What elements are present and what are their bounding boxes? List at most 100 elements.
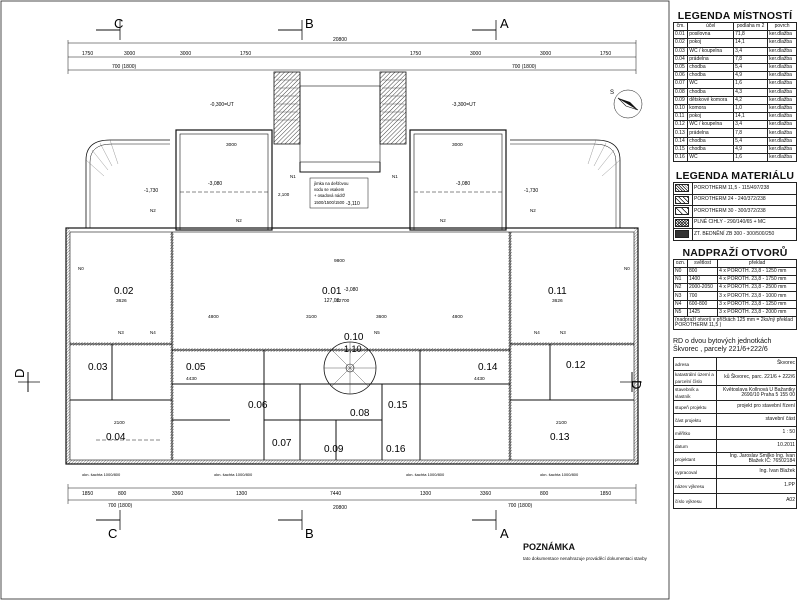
window-well-3: okn. šachta 1000/800 — [406, 472, 445, 477]
rooms-legend-cell: 7,8 — [733, 128, 769, 138]
axis-markers-bottom: C B A — [96, 510, 509, 541]
title-block-label: vypracoval — [673, 465, 717, 479]
lintels-legend-cell: N5 — [673, 307, 688, 318]
material-swatch-icon — [675, 218, 689, 227]
title-block-value: Škvorec — [716, 357, 797, 371]
lintels-legend-cell: 2000-2050 — [686, 283, 719, 293]
rooms-legend-cell: 5,4 — [733, 62, 769, 73]
rooms-legend-cell: 0.06 — [672, 71, 689, 81]
rooms-legend-cell: chodba — [687, 136, 735, 146]
dim-top-2: 3000 — [124, 51, 135, 57]
cistern-note: jímka na dešťovou vodu se vsakem + osado… — [313, 181, 349, 205]
dim-inner-4: 3100 — [306, 314, 317, 320]
title-block-value: 1.PP — [716, 478, 797, 494]
rooms-legend-cell: ker.dlažba — [767, 152, 797, 163]
rooms-legend-cell: 1,6 — [733, 152, 769, 163]
dim-inner-8: 3626 — [552, 298, 563, 304]
rooms-legend-cell: posilovna — [687, 30, 735, 40]
room-0-07: 0.07 — [272, 438, 292, 449]
dim-top-total: 20800 — [333, 37, 347, 43]
rooms-legend-cell: ker.dlažba — [767, 71, 797, 81]
cistern-line-4: 1500/1500/1500 — [314, 200, 345, 205]
room-0-02: 0.02 — [114, 286, 134, 297]
lintels-legend-cell: 4 x POROTH. 23,8 - 2500 mm — [717, 283, 797, 293]
room-labels: 0.01 127,08 0.02 0.03 0.04 0.05 0.06 0.0… — [88, 286, 586, 455]
material-label: PLNÉ CIHLY - 290/140/65 + MC — [692, 216, 797, 230]
rooms-legend-cell: 0.10 — [672, 103, 689, 114]
rooms-legend-cell: 1,0 — [733, 103, 769, 114]
lintels-legend-cell: N0 — [673, 266, 688, 277]
materials-legend-row: PLNÉ CIHLY - 290/140/65 + MC — [673, 216, 797, 230]
dim-inner-5: 3600 — [376, 314, 387, 320]
material-swatch-cell — [673, 216, 693, 230]
rooms-legend-cell: ker.dlažba — [767, 62, 797, 73]
dim-bottom-3: 3360 — [172, 491, 183, 497]
lintel-tag-7: N5 — [374, 330, 380, 335]
lintel-tag-12: N2 — [440, 218, 446, 223]
cistern-note-box — [309, 177, 369, 209]
title-block-label: projektant — [673, 452, 717, 466]
level-labels: -0,300=UT -3,300=UT -1,730 -3,080 -3,110… — [144, 102, 538, 293]
rooms-legend-cell: dětskové komora — [687, 95, 735, 105]
rooms-legend-cell: 5,4 — [733, 136, 769, 146]
room-0-12: 0.12 — [566, 360, 586, 371]
title-block-label: stupeň projektu — [673, 400, 717, 414]
rooms-legend-cell: chodba — [687, 144, 735, 155]
rooms-legend-cell: 0.07 — [672, 79, 689, 89]
title-block-value: ků Škvorec, parc. 221/6 + 222/6 — [716, 370, 797, 386]
material-label: POROTHERM 30 - 300/372/238 — [692, 205, 797, 218]
material-swatch-icon — [675, 230, 689, 239]
title-block-value: Ing. Jaroslav Smilko Ing. Ivan Blažek IČ… — [716, 452, 797, 466]
room-0-06: 0.06 — [248, 400, 268, 411]
rooms-legend-cell: 14,1 — [733, 112, 769, 122]
dim-top-8: 700 (1800) — [512, 64, 537, 70]
axis-markers-top: C B A — [96, 16, 509, 40]
title-block-value: Květoslava Kollnová U Bažantky 2690/10 P… — [716, 385, 797, 401]
rooms-legend-cell: 0.15 — [672, 144, 689, 155]
rooms-legend-cell: ker.dlažba — [767, 38, 797, 48]
lintels-legend-cell: N2 — [673, 283, 688, 293]
lintels-legend-cell: 800 — [686, 266, 719, 277]
materials-legend-row: POROTHERM 11,5 - 115/497/238 — [673, 182, 797, 195]
room-0-13: 0.13 — [550, 432, 570, 443]
rooms-legend-cell: 71,8 — [733, 30, 769, 40]
outer-walls — [65, 71, 639, 465]
room-0-09: 0.09 — [324, 444, 344, 455]
dim-top-1: 1750 — [82, 51, 93, 57]
rooms-legend-cell: 0.02 — [672, 38, 689, 48]
header-purpose: účel — [687, 21, 735, 32]
lintel-header-span: světlost — [686, 258, 719, 268]
rooms-legend-cell: pokoj — [687, 38, 735, 48]
lintel-header-mark: ozn. — [673, 258, 688, 268]
lintel-tag-1: N2 — [150, 208, 156, 213]
title-block-label: název výkresu — [673, 478, 717, 494]
rooms-legend-cell: komora — [687, 103, 735, 114]
lintel-tag-4: N1 — [392, 174, 398, 179]
rooms-legend-cell: chodba — [687, 87, 735, 97]
rooms-legend-cell: 1,6 — [733, 79, 769, 89]
title-block-value: 10.2011 — [716, 439, 797, 453]
material-swatch-cell — [673, 228, 693, 241]
rooms-legend-cell: ker.dlažba — [767, 128, 797, 138]
title-block-label: katastrální území a parcelní číslo — [673, 370, 717, 386]
dim-inner-11: 2100 — [114, 420, 125, 426]
dim-inner-12: 3000 — [226, 142, 237, 148]
rooms-legend-cell: chodba — [687, 71, 735, 81]
